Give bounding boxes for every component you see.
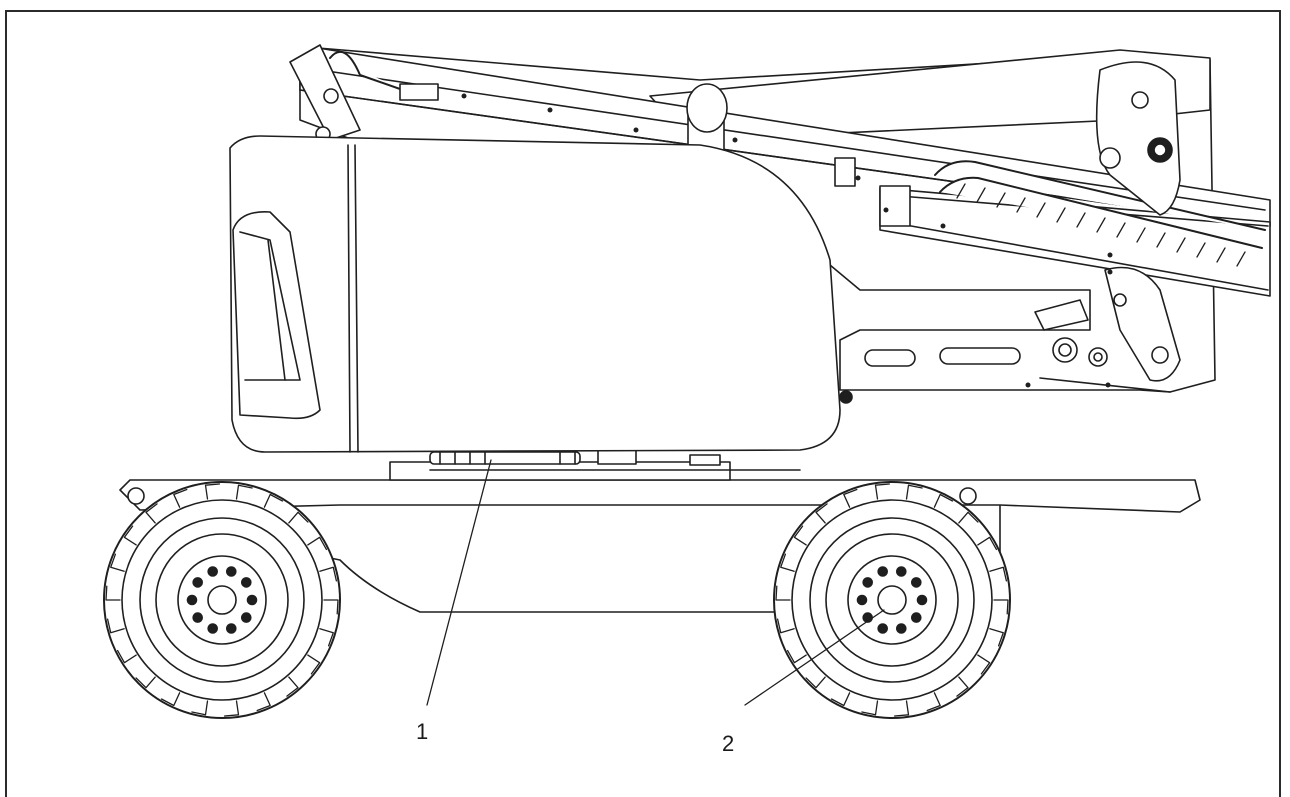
right-wheel	[773, 481, 1011, 719]
tread-block	[874, 483, 891, 500]
tread-block	[160, 692, 181, 707]
tread-block	[173, 488, 188, 508]
callout-2-label: 2	[722, 731, 735, 756]
lug-nut	[910, 577, 922, 588]
lug-nut	[862, 577, 874, 588]
hose-rings	[956, 183, 1246, 267]
tread-block	[989, 566, 1008, 582]
tread-block	[319, 628, 334, 647]
tread-block	[116, 649, 137, 664]
tread-block	[223, 700, 240, 717]
tread-block	[319, 566, 338, 582]
lug-nut	[877, 566, 889, 577]
tread-block	[235, 484, 253, 500]
callout-2-leader	[744, 609, 885, 706]
turret-cover	[229, 135, 853, 453]
tread-block	[830, 692, 851, 707]
lug-nut	[226, 566, 237, 577]
tread-block	[145, 503, 158, 524]
lug-nut	[226, 623, 237, 634]
tread-block	[933, 493, 954, 508]
lug-nut	[192, 612, 203, 623]
lug-nut	[877, 623, 889, 634]
tread-block	[926, 692, 941, 712]
lug-nut	[856, 594, 868, 606]
tread-block	[905, 484, 923, 500]
tire-tread	[105, 483, 339, 717]
wheel-lug-nuts	[856, 566, 928, 634]
tread-block	[256, 692, 271, 712]
tread-block	[323, 599, 339, 615]
tread-block	[861, 700, 879, 716]
tread-block	[204, 483, 221, 500]
tread-block	[106, 618, 125, 634]
lug-nut	[910, 612, 922, 623]
callout-1-leader	[426, 459, 492, 706]
tread-block	[110, 553, 125, 572]
wheel-lug-nuts	[186, 566, 258, 634]
tread-block	[958, 511, 979, 524]
tread-block	[263, 493, 284, 508]
tread-block	[191, 700, 209, 716]
tread-block	[893, 700, 910, 717]
tread-block	[307, 654, 321, 675]
tread-block	[989, 628, 1004, 647]
boom-arm-assembly	[289, 44, 1271, 393]
lug-nut	[192, 577, 203, 588]
tread-block	[793, 525, 807, 546]
tread-block	[786, 649, 807, 664]
tire-tread	[775, 483, 1009, 717]
wheel-hub	[877, 585, 907, 615]
lug-nut	[207, 623, 218, 634]
tread-block	[776, 618, 795, 634]
lug-nut	[246, 594, 258, 606]
tread-block	[307, 536, 328, 551]
lug-nut	[207, 566, 218, 577]
lug-nut	[241, 612, 252, 623]
tread-block	[977, 536, 998, 551]
tread-block	[123, 525, 137, 546]
tread-block	[288, 511, 309, 524]
left-wheel	[103, 481, 341, 719]
tread-block	[805, 676, 826, 689]
tread-block	[956, 676, 969, 697]
callout-1-label: 1	[416, 719, 429, 744]
tread-block	[815, 503, 828, 524]
tread-block	[135, 676, 156, 689]
tread-block	[993, 599, 1009, 615]
tread-block	[105, 585, 121, 601]
lug-nut	[241, 577, 252, 588]
tread-block	[843, 488, 858, 508]
lug-nut	[895, 566, 907, 577]
lug-nut	[916, 594, 928, 606]
tread-block	[286, 676, 299, 697]
lug-nut	[186, 594, 198, 606]
tread-block	[780, 553, 795, 572]
tread-block	[977, 654, 991, 675]
lug-nut	[895, 623, 907, 634]
tread-block	[775, 585, 791, 601]
